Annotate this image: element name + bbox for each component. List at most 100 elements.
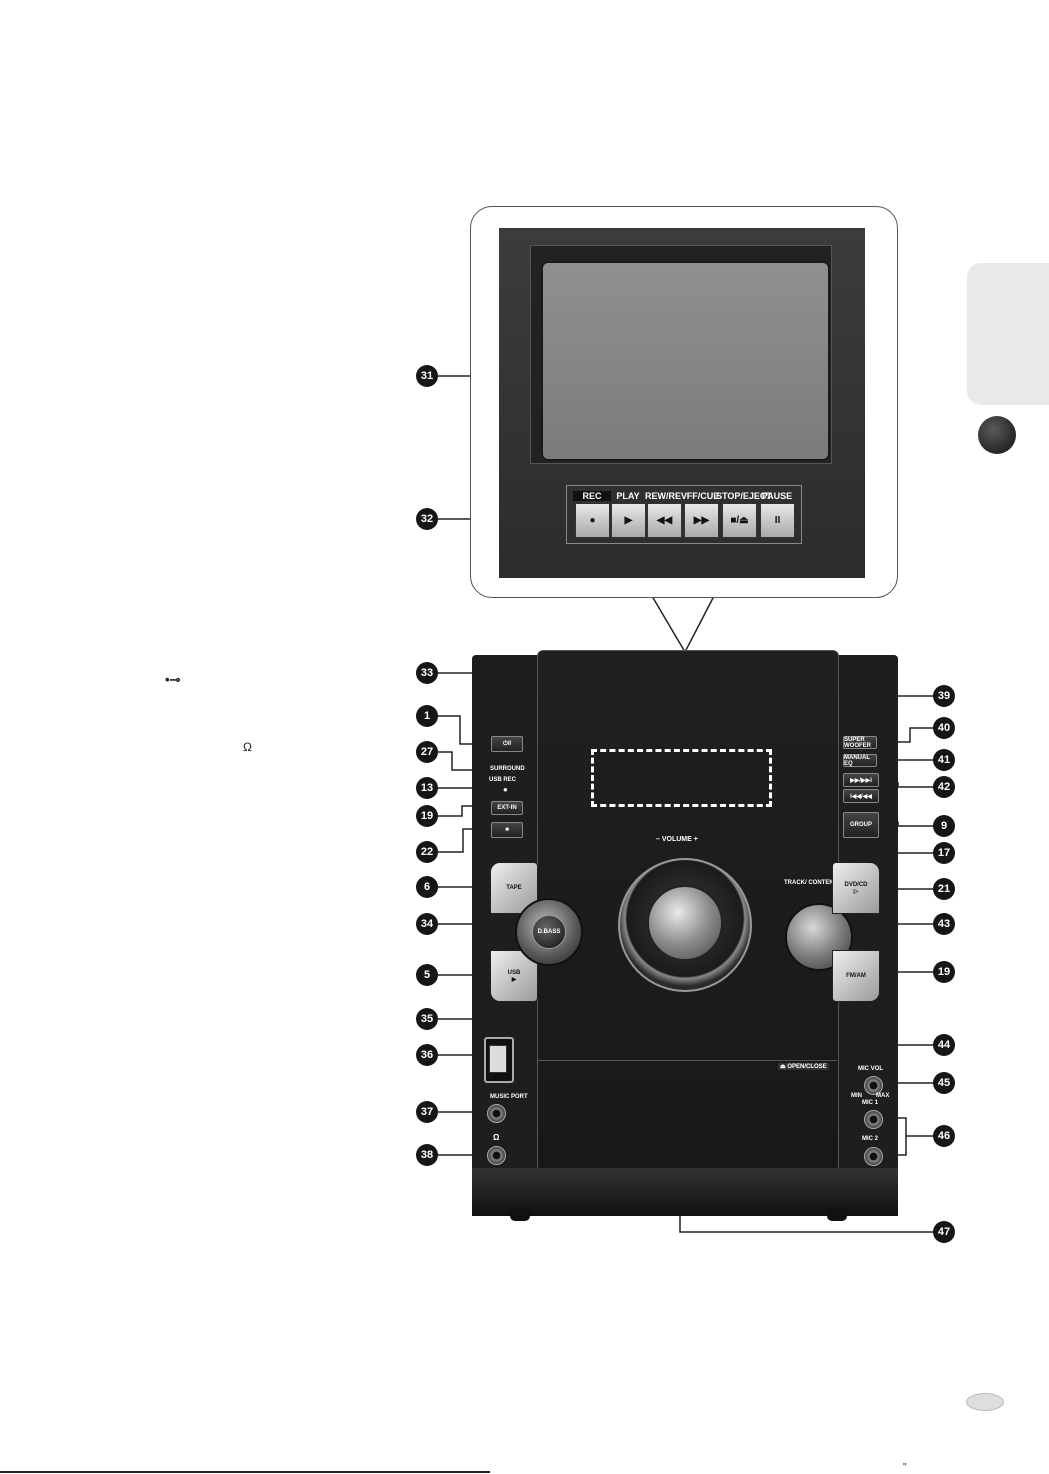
fast-forward-icon: ▶▶: [693, 515, 710, 526]
power-button[interactable]: ⏻/I: [491, 736, 523, 752]
dbass-button[interactable]: D.BASS: [532, 915, 566, 949]
callout-40: 40: [933, 717, 955, 739]
callout-31: 31: [416, 365, 438, 387]
dvd-cd-button[interactable]: DVD/CD▷: [832, 862, 880, 914]
callout-47: 47: [933, 1221, 955, 1243]
cassette-button-strip: [566, 485, 802, 544]
headphone-symbol-icon: Ω: [243, 740, 252, 754]
usb-rec-label[interactable]: USB REC: [489, 777, 517, 783]
usb-rec-dot-icon: ●: [503, 785, 508, 794]
mic-vol-label: MIC VOL: [858, 1066, 883, 1072]
usb-port[interactable]: [484, 1037, 514, 1083]
callout-32: 32: [416, 508, 438, 530]
callout-43: 43: [933, 913, 955, 935]
super-woofer-button[interactable]: SUPER WOOFER: [843, 736, 877, 749]
callout-27: 27: [416, 741, 438, 763]
callout-39: 39: [933, 685, 955, 707]
stop-eject-label: STOP/EJECT: [716, 491, 772, 501]
surround-label[interactable]: SURROUND: [490, 766, 525, 772]
callout-33: 33: [416, 662, 438, 684]
usb-port-slot: [489, 1045, 507, 1073]
dbass-label: D.BASS: [537, 929, 561, 935]
rew-rev-label: REW/REV: [644, 491, 687, 501]
dvd-cd-label: DVD/CD: [844, 881, 868, 888]
usb-label: USB: [507, 969, 521, 976]
rew-rev-button[interactable]: ◀◀: [647, 503, 682, 538]
fm-am-label: FM/AM: [846, 973, 866, 979]
ff-cue-label: FF/CUE: [686, 491, 720, 501]
callout-9: 9: [933, 815, 955, 837]
mic1-label: MIC 1: [862, 1100, 879, 1106]
cassette-window: [541, 261, 830, 461]
usb-play-icon: ▶: [511, 976, 517, 983]
callout-22: 22: [416, 841, 438, 863]
open-close-button[interactable]: ⏏ OPEN/CLOSE: [778, 1063, 829, 1070]
headphone-icon: Ω: [493, 1133, 500, 1142]
callout-19-fm-am: 19: [933, 961, 955, 983]
tape-label: TAPE: [506, 885, 522, 891]
callout-46: 46: [933, 1125, 955, 1147]
group-button[interactable]: GROUP: [843, 812, 879, 838]
bottom-mark: ": [903, 1462, 907, 1473]
mic1-jack[interactable]: [864, 1110, 883, 1129]
ext-in-label: EXT-IN: [497, 805, 517, 811]
power-icon: ⏻/I: [502, 740, 512, 747]
volume-knob[interactable]: [647, 885, 723, 961]
unit-foot-right: [827, 1208, 847, 1221]
callout-6: 6: [416, 876, 438, 898]
skip-forward-icon: ▶▶/▶▶I: [850, 777, 872, 784]
callout-1: 1: [416, 705, 438, 727]
pause-button[interactable]: II: [760, 503, 795, 538]
stop-button[interactable]: ■: [491, 822, 523, 838]
callout-34: 34: [416, 913, 438, 935]
mic2-label: MIC 2: [862, 1136, 879, 1142]
stop-eject-button[interactable]: ■/⏏: [722, 503, 757, 538]
callout-36: 36: [416, 1044, 438, 1066]
music-port-label: MUSIC PORT: [490, 1094, 528, 1100]
callout-17: 17: [933, 842, 955, 864]
rec-label: REC: [573, 491, 611, 501]
callout-13: 13: [416, 777, 438, 799]
rewind-icon: ◀◀: [656, 515, 673, 526]
callout-44: 44: [933, 1034, 955, 1056]
fm-am-button[interactable]: FM/AM: [832, 950, 880, 1002]
volume-label: – VOLUME +: [656, 836, 698, 843]
headphone-jack[interactable]: [487, 1146, 506, 1165]
music-port-jack[interactable]: [487, 1104, 506, 1123]
stop-eject-icon: ■/⏏: [730, 515, 749, 526]
callout-5: 5: [416, 964, 438, 986]
callout-38: 38: [416, 1144, 438, 1166]
bottom-rule: [0, 1471, 490, 1473]
group-label: GROUP: [849, 822, 872, 828]
track-content-label: TRACK/ CONTENT: [784, 880, 838, 886]
callout-42: 42: [933, 776, 955, 798]
dvd-cd-play-icon: ▷: [853, 888, 859, 895]
skip-forward-button[interactable]: ▶▶/▶▶I: [843, 773, 879, 787]
skip-back-button[interactable]: I◀◀/◀◀: [843, 789, 879, 803]
usb-symbol-icon: •⊸: [165, 672, 181, 687]
page-number-oval: [966, 1393, 1004, 1411]
callout-35: 35: [416, 1008, 438, 1030]
manual-eq-button[interactable]: MANUAL EQ: [843, 754, 877, 767]
play-button[interactable]: ▶: [611, 503, 646, 538]
rec-button[interactable]: ●: [575, 503, 610, 538]
mic-vol-knob[interactable]: [864, 1076, 883, 1095]
mic2-jack[interactable]: [864, 1147, 883, 1166]
unit-foot-left: [510, 1208, 530, 1221]
play-label: PLAY: [616, 491, 640, 501]
callout-41: 41: [933, 749, 955, 771]
mic-vol-min-label: MIN: [851, 1093, 862, 1099]
ext-in-button[interactable]: EXT-IN: [491, 801, 523, 815]
super-woofer-label: SUPER WOOFER: [844, 736, 871, 749]
pause-icon: II: [774, 515, 781, 526]
callout-19-ext-in: 19: [416, 805, 438, 827]
disc-tray-divider: [537, 1060, 837, 1061]
play-icon: ▶: [624, 515, 633, 526]
display-window: [591, 749, 772, 807]
ff-cue-button[interactable]: ▶▶: [684, 503, 719, 538]
side-tab: [967, 263, 1049, 405]
wrench-icon: [978, 416, 1016, 454]
rec-icon: ●: [589, 515, 596, 526]
callout-37: 37: [416, 1101, 438, 1123]
pause-label: PAUSE: [761, 491, 793, 501]
